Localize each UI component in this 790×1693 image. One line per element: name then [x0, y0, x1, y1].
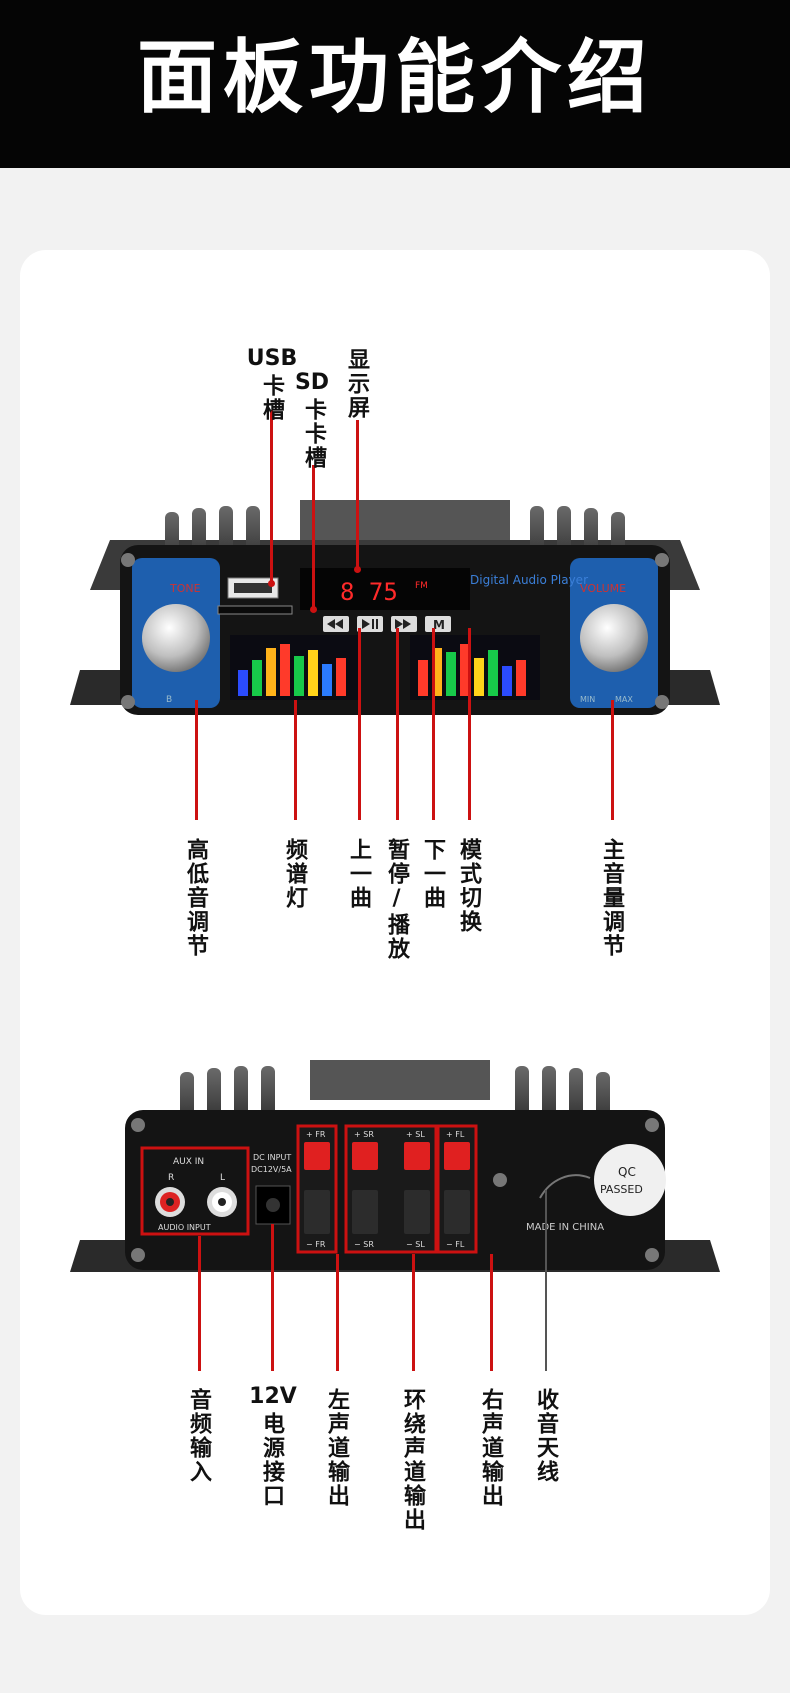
label-usb-head: USB [246, 346, 298, 371]
content-card [20, 250, 770, 1615]
pointer-line-power [271, 1224, 274, 1371]
pointer-dot-sd [310, 606, 317, 613]
pointer-line-left-out [336, 1254, 339, 1371]
label-audio-in: 音频输入 [186, 1388, 211, 1484]
pointer-line-right-out [490, 1254, 493, 1371]
page-title: 面板功能介绍 [137, 31, 653, 124]
pointer-line-audio-in [198, 1236, 201, 1371]
dc-spec-text: DC12V/5A [251, 1165, 292, 1174]
aux-l-text: L [220, 1173, 225, 1183]
sl-plus-text: + SL [406, 1130, 425, 1139]
audio-input-text: AUDIO INPUT [158, 1223, 211, 1232]
pointer-line-play [396, 628, 399, 820]
label-tone: 高低音调节 [183, 838, 208, 958]
qc-text: QC [618, 1165, 636, 1179]
label-usb-rest: 卡槽 [259, 374, 284, 422]
pointer-line-tone [195, 700, 198, 820]
pointer-line-next [432, 628, 435, 820]
display-value: 8 75 [340, 578, 398, 606]
label-sd-head: SD [294, 370, 330, 395]
tone-text: TONE [169, 582, 201, 595]
knob-b-text: B [166, 695, 172, 705]
brand-text: Digital Audio Player [470, 573, 588, 587]
sr-minus-text: − SR [354, 1240, 374, 1249]
spectrum-bars [238, 644, 526, 696]
sd-slot [217, 605, 293, 615]
label-surround-out: 环绕声道输出 [400, 1388, 425, 1532]
dc-input-text: DC INPUT [253, 1153, 291, 1162]
volume-knob [580, 604, 648, 672]
aux-in-text: AUX IN [173, 1157, 204, 1167]
pointer-line-mode [468, 628, 471, 820]
aux-r-text: R [168, 1173, 174, 1183]
label-prev: 上一曲 [346, 838, 371, 910]
pointer-line-surround-out [412, 1254, 415, 1371]
label-display: 显示屏 [344, 348, 369, 420]
display-unit: FM [415, 581, 428, 591]
label-mode: 模式切换 [456, 838, 481, 934]
pointer-line-display [356, 420, 359, 570]
label-power-rest: 电源接口 [259, 1412, 284, 1508]
label-next: 下一曲 [420, 838, 445, 910]
made-in-text: MADE IN CHINA [526, 1222, 604, 1233]
antenna-wire [539, 1174, 591, 1199]
label-left-out: 左声道输出 [324, 1388, 349, 1508]
pointer-dot-usb [268, 580, 275, 587]
fr-minus-text: − FR [306, 1240, 326, 1249]
pointer-line-prev [358, 628, 361, 820]
pointer-line-spectrum [294, 700, 297, 820]
label-antenna: 收音天线 [533, 1388, 558, 1484]
mode-button [425, 616, 451, 632]
label-power-head: 12V [249, 1384, 297, 1409]
title-banner: 面板功能介绍 [0, 0, 790, 168]
fr-plus-text: + FR [306, 1130, 326, 1139]
label-sd-rest: 卡卡槽 [301, 398, 326, 470]
pointer-line-volume [611, 700, 614, 820]
label-spectrum: 频谱灯 [282, 838, 307, 910]
pointer-line-antenna [545, 1190, 547, 1371]
front-amplifier-image: TONE B VOLUME MIN MAX Digital Audio Play… [70, 500, 720, 715]
label-play-pause: 暂停/播放 [384, 838, 409, 961]
tone-knob [142, 604, 210, 672]
volume-text: VOLUME [580, 582, 626, 595]
knob-max-text: MAX [615, 695, 633, 704]
aux-highlight-box [140, 1146, 250, 1236]
passed-text: PASSED [600, 1183, 643, 1196]
pointer-line-usb [270, 410, 273, 582]
display-screen [300, 568, 470, 610]
sr-plus-text: + SR [354, 1130, 374, 1139]
qc-sticker [594, 1144, 666, 1216]
sl-minus-text: − SL [406, 1240, 425, 1249]
pointer-dot-display [354, 566, 361, 573]
fl-minus-text: − FL [446, 1240, 465, 1249]
mode-button-text: M [433, 618, 445, 632]
label-right-out: 右声道输出 [478, 1388, 503, 1508]
pointer-line-sd [312, 465, 315, 610]
label-volume: 主音量调节 [599, 838, 624, 958]
fl-plus-text: + FL [446, 1130, 465, 1139]
back-amplifier-image: AUX IN R L AUDIO INPUT DC INPUT DC12V/5A… [70, 1060, 720, 1272]
knob-min-text: MIN [580, 695, 595, 704]
